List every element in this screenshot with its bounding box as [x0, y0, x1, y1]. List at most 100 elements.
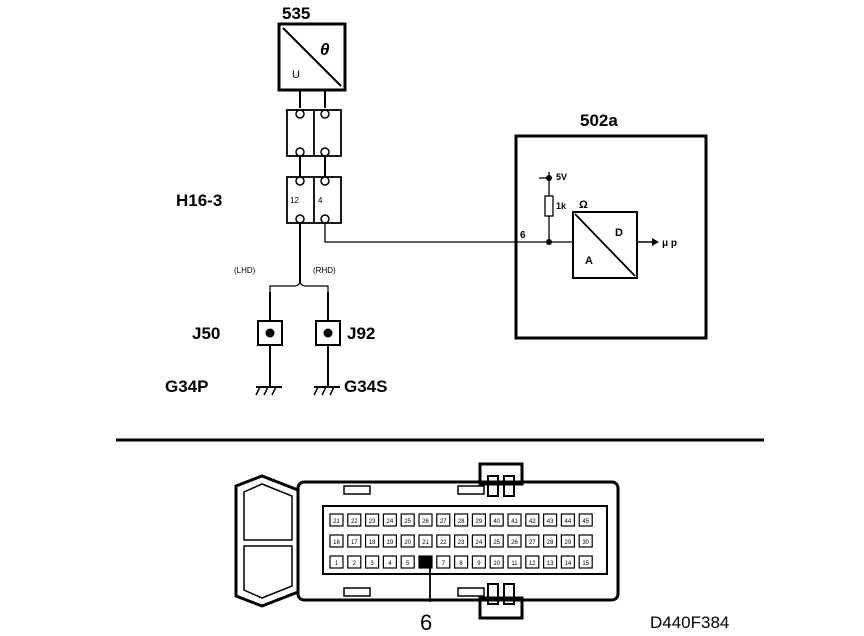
d-label: D [615, 227, 623, 239]
connector-pin [525, 513, 540, 527]
connector-pin [382, 555, 397, 569]
pin-number: 4 [388, 561, 392, 567]
pin-number: 41 [511, 519, 518, 525]
splice-j92 [315, 320, 341, 346]
connector-pin [542, 513, 558, 527]
pin-number: 28 [547, 540, 554, 546]
ecu-pin-label: 6 [520, 230, 526, 241]
pin-number: 19 [387, 540, 394, 546]
pin-number: 23 [458, 540, 465, 546]
ground-icon [255, 386, 282, 396]
resistor-label: 1k [556, 201, 567, 211]
ground-g34p-label: G34P [165, 377, 208, 396]
pin-number: 43 [547, 519, 554, 525]
connector-pin [489, 555, 504, 569]
connector-pin [365, 513, 380, 527]
connector-pin [471, 513, 486, 527]
connector-pin [436, 555, 451, 569]
pin-number: 26 [422, 519, 429, 525]
highlighted-pin [418, 555, 433, 569]
pin-number: 29 [565, 540, 572, 546]
pin-number: 7 [442, 561, 446, 567]
connector-pin [525, 534, 540, 548]
connector-pin [525, 555, 540, 569]
connector-pin [578, 555, 593, 569]
connector-pin [329, 513, 344, 527]
figure-code: D440F384 [650, 613, 729, 632]
pin-number: 11 [511, 561, 518, 567]
pin-number: 25 [404, 519, 411, 525]
pin-number: 3 [370, 561, 374, 567]
output-label: μ p [662, 238, 677, 249]
pin-number: 25 [493, 540, 500, 546]
connector-pin [507, 534, 522, 548]
ecu-id: 502a [580, 111, 618, 130]
connector-pin [400, 513, 415, 527]
pin-12-label: 12 [290, 196, 299, 205]
pin-number: 18 [369, 540, 376, 546]
pin-number: 10 [493, 561, 500, 567]
pin-number: 40 [493, 519, 500, 525]
pin-number: 21 [333, 519, 340, 525]
connector-pin [507, 513, 522, 527]
connector-pin [347, 555, 362, 569]
pin-number: 1 [335, 561, 339, 567]
connector-pin [578, 513, 593, 527]
connector-pin [560, 513, 576, 527]
connector-pin [454, 534, 469, 548]
pin-number: 15 [582, 561, 589, 567]
rhd-label: (RHD) [313, 266, 336, 275]
pin-number: 13 [547, 561, 554, 567]
ohm-label: Ω [579, 199, 588, 211]
inline-connector-upper [286, 109, 342, 157]
connector-pin [436, 534, 451, 548]
pin-number: 5 [406, 561, 410, 567]
pin-number: 9 [477, 561, 481, 567]
u-label: U [292, 69, 300, 81]
theta-label: θ [320, 40, 330, 59]
connector-pin [329, 534, 344, 548]
pin-number: 17 [351, 540, 358, 546]
pin-number: 20 [404, 540, 411, 546]
lhd-label: (LHD) [234, 266, 256, 275]
pin-number: 2 [353, 561, 357, 567]
connector-pin [471, 534, 486, 548]
pin-number: 22 [440, 540, 447, 546]
pin-number: 28 [458, 519, 465, 525]
splice-j50-label: J50 [192, 324, 220, 343]
pin-number: 42 [529, 519, 536, 525]
connector-pin [329, 555, 344, 569]
connector-pin [542, 555, 558, 569]
pin-number: 22 [351, 519, 358, 525]
connector-pin [454, 513, 469, 527]
pin-4-label: 4 [318, 196, 323, 205]
pin-number: 21 [422, 540, 429, 546]
pin-callout: 6 [420, 610, 432, 635]
splice-j50 [257, 320, 283, 346]
connector-pin [560, 534, 576, 548]
temperature-sensor: θ U [277, 22, 347, 92]
a-label: A [585, 255, 593, 267]
connector-pin [489, 534, 504, 548]
pin-number: 44 [565, 519, 572, 525]
connector-pin [560, 555, 576, 569]
splice-j92-label: J92 [347, 324, 375, 343]
connector-pin [347, 534, 362, 548]
pin-number: 8 [459, 561, 463, 567]
pin-number: 29 [476, 519, 483, 525]
pin-number: 45 [582, 519, 589, 525]
connector-pin [578, 534, 593, 548]
pin-number: 27 [529, 540, 536, 546]
ecu-502a: 5V 1k Ω 6 D A μ p [514, 134, 708, 340]
connector-pin [542, 534, 558, 548]
pin-number: 27 [440, 519, 447, 525]
pin-number: 26 [511, 540, 518, 546]
connector-pin [400, 555, 415, 569]
connector-pin [347, 513, 362, 527]
pin-number: 30 [582, 540, 589, 546]
connector-id: H16-3 [176, 191, 222, 210]
connector-pin [471, 555, 486, 569]
pin-number: 12 [529, 561, 536, 567]
connector-pin [400, 534, 415, 548]
connector-pin [382, 513, 397, 527]
